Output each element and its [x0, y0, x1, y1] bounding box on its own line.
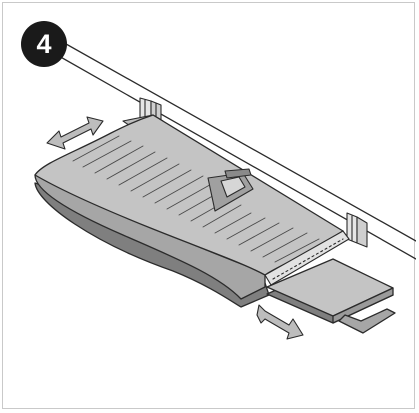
double-arrow-icon	[46, 116, 104, 150]
illustration-frame: 4	[2, 2, 416, 409]
right-mount-bracket	[346, 212, 368, 248]
double-arrow-icon	[256, 304, 304, 340]
step-number: 4	[36, 28, 52, 59]
keyboard-tray-illustration	[34, 30, 416, 340]
mouse-platform	[266, 258, 396, 334]
step-number-badge: 4	[21, 21, 67, 67]
keyboard-ribs	[72, 135, 330, 267]
tilt-lock-wedge	[207, 168, 254, 212]
right-slide-rail	[264, 230, 350, 286]
